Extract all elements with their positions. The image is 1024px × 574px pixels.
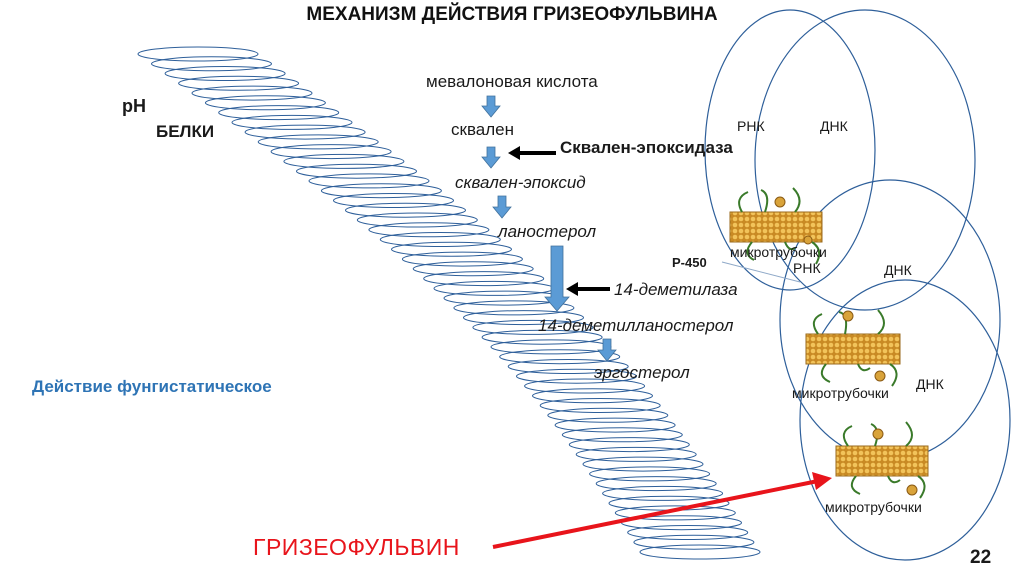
- action-label: Действие фунгистатическое: [32, 377, 272, 396]
- microtubule-label-1: микротрубочки: [730, 244, 827, 260]
- spiral-coil: [191, 85, 313, 101]
- spiral-coil: [257, 134, 379, 150]
- enzyme-arrows: [508, 146, 610, 296]
- spiral-coil: [547, 407, 669, 423]
- spiral-coil: [356, 212, 478, 228]
- spiral-coil: [231, 114, 353, 130]
- spiral-coil: [244, 124, 366, 140]
- p450-connector: [721, 261, 801, 283]
- enzyme-demethylase: 14-деметилаза: [614, 280, 738, 299]
- spiral-coil: [204, 95, 326, 111]
- microtubule-2: [805, 309, 901, 387]
- spiral-coil: [178, 75, 300, 91]
- spiral-coil: [639, 544, 761, 560]
- spiral-coil: [595, 476, 717, 492]
- spiral-coil: [391, 241, 512, 257]
- membrane-spiral: [137, 46, 761, 560]
- spiral-coil: [539, 398, 661, 413]
- spiral-coil: [368, 222, 490, 238]
- microtubule-1: [729, 187, 823, 265]
- spiral-coil: [532, 388, 653, 404]
- page-title: МЕХАНИЗМ ДЕЙСТВИЯ ГРИЗЕОФУЛЬВИНА: [306, 4, 718, 25]
- drug-label: ГРИЗЕОФУЛЬВИН: [253, 534, 460, 560]
- spiral-coil: [401, 251, 523, 267]
- spiral-coil: [308, 173, 430, 189]
- spiral-coil: [453, 300, 575, 316]
- spiral-coil: [568, 437, 690, 453]
- dna-label-1: ДНК: [820, 118, 848, 134]
- ph-label: pH: [122, 96, 146, 116]
- pathway-step-demethyllanosterol: 14-деметилланостерол: [538, 316, 734, 335]
- spiral-coil: [524, 378, 646, 394]
- pathway-step-mevalonic-acid: мевалоновая кислота: [426, 72, 598, 91]
- spiral-coil: [333, 193, 454, 208]
- microtubule-3: [835, 421, 929, 499]
- spiral-coil: [320, 183, 442, 199]
- spiral-coil: [379, 232, 501, 247]
- spiral-coil: [490, 339, 612, 355]
- spiral-coil: [554, 417, 676, 433]
- spiral-coil: [614, 505, 736, 521]
- spiral-coil: [423, 271, 545, 287]
- griseofulvin-arrow: [492, 472, 832, 549]
- pathway-step-squalene-epoxide: сквален-эпоксид: [455, 173, 586, 192]
- spiral-coil: [296, 163, 417, 179]
- microtubule-label-3: микротрубочки: [825, 499, 922, 515]
- pathway-arrows: [481, 95, 617, 362]
- spiral-coil: [463, 310, 584, 326]
- cell-outlines: [704, 9, 1011, 561]
- spiral-coil: [137, 46, 259, 62]
- proteins-label: БЕЛКИ: [156, 122, 215, 141]
- spiral-coil: [433, 280, 555, 296]
- enzyme-squalene-epoxidase: Сквален-эпоксидаза: [560, 138, 733, 157]
- spiral-coil: [345, 202, 466, 218]
- spiral-coil: [283, 153, 405, 169]
- dna-label-2: ДНК: [884, 262, 912, 278]
- spiral-coil: [575, 446, 697, 462]
- spiral-coil: [589, 466, 711, 482]
- spiral-coil: [218, 105, 340, 121]
- spiral-coil: [412, 261, 534, 277]
- rna-label-1: РНК: [737, 118, 765, 134]
- spiral-coil: [582, 456, 704, 472]
- pathway-step-squalene: сквален: [451, 120, 514, 139]
- spiral-coil: [507, 359, 629, 374]
- spiral-coil: [472, 319, 594, 335]
- spiral-coil: [481, 329, 603, 345]
- spiral-coil: [516, 368, 637, 384]
- spiral-coil: [164, 66, 286, 81]
- spiral-coil: [633, 534, 755, 550]
- page-number: 22: [970, 547, 992, 568]
- spiral-coil: [627, 525, 749, 540]
- spiral-coil: [499, 349, 621, 365]
- rna-label-2: РНК: [793, 260, 821, 276]
- enzyme-p450: Р-450: [672, 255, 707, 270]
- spiral-coil: [270, 144, 392, 160]
- spiral-coil: [151, 56, 272, 72]
- spiral-coil: [561, 427, 683, 443]
- microtubule-label-2: микротрубочки: [792, 385, 889, 401]
- dna-label-3: ДНК: [916, 376, 944, 392]
- pathway-step-lanosterol: ланостерол: [498, 222, 597, 241]
- spiral-coil: [602, 485, 724, 501]
- pathway-step-ergosterol: эргостерол: [594, 363, 690, 382]
